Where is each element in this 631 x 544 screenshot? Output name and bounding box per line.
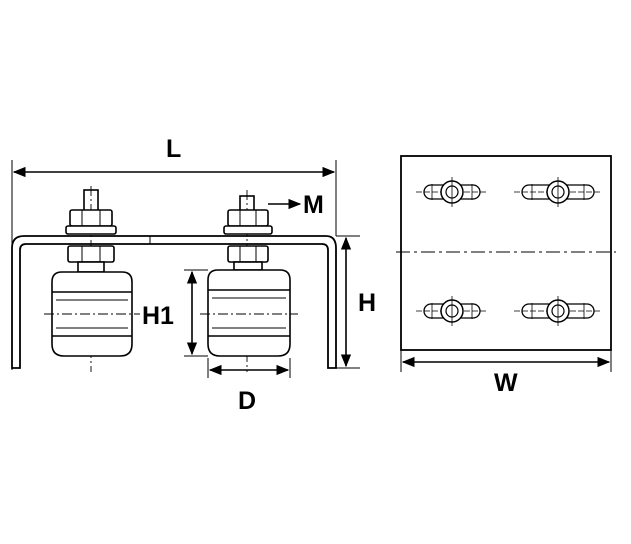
slot-top-left <box>416 177 488 207</box>
left-roller-assembly <box>44 186 140 372</box>
side-view <box>11 160 360 378</box>
right-roller-assembly <box>200 190 298 372</box>
bracket <box>11 235 337 369</box>
diameter-dimension <box>207 358 291 378</box>
slot-top-right <box>514 177 602 207</box>
height-dimension <box>336 235 360 369</box>
diameter-label: D <box>238 387 256 415</box>
nut-label: M <box>303 191 324 219</box>
length-label: L <box>166 135 181 163</box>
width-label: W <box>494 369 518 397</box>
roller-height-label: H1 <box>142 302 174 330</box>
top-view <box>396 155 616 372</box>
slot-bottom-right <box>514 296 602 326</box>
height-label: H <box>358 289 376 317</box>
roller-height-dimension <box>184 269 208 357</box>
slot-bottom-left <box>416 296 488 326</box>
width-dimension <box>400 350 612 372</box>
